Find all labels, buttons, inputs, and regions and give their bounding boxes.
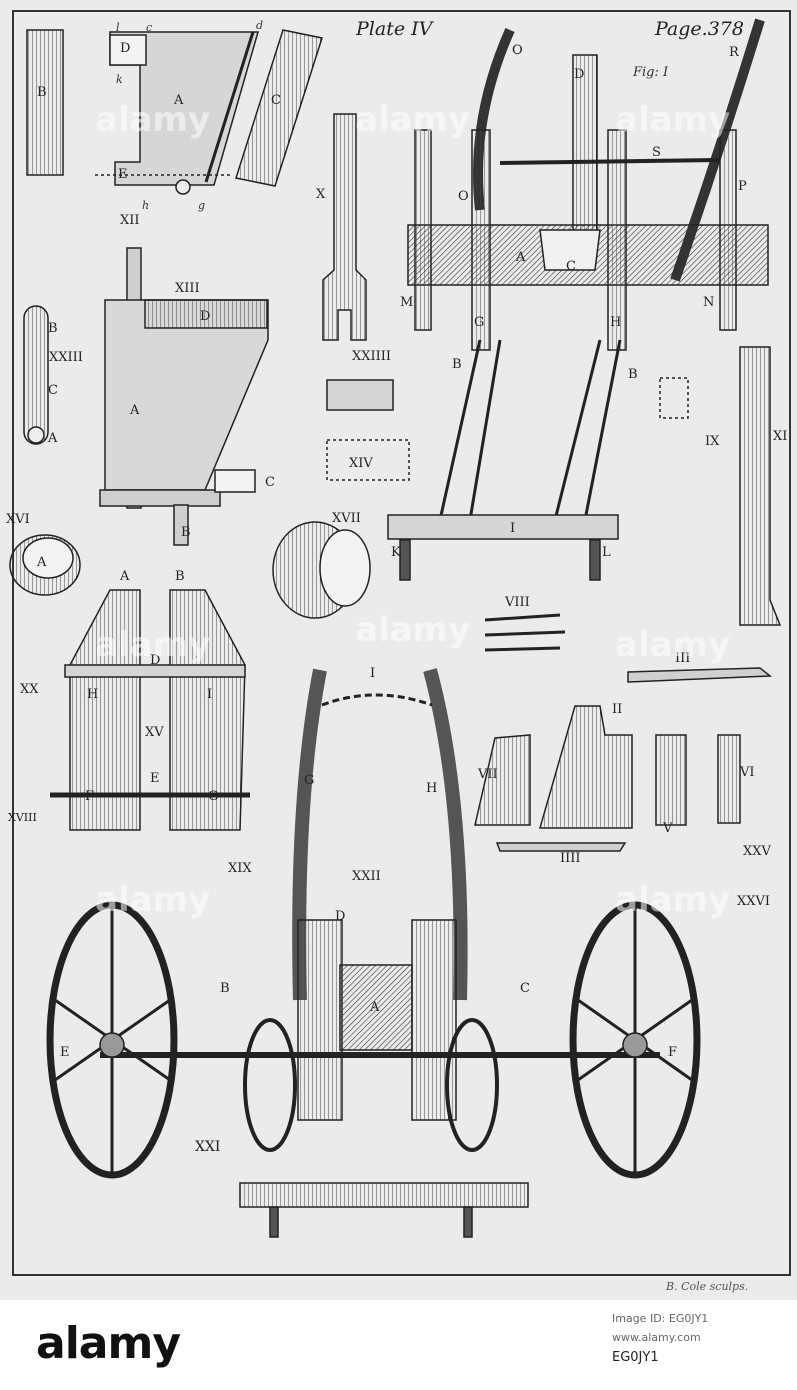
part-letter: D (150, 653, 161, 668)
part-letter: A (516, 250, 526, 265)
fig-label-xxv: XXV (743, 844, 771, 859)
part-letter: B (175, 569, 185, 584)
part-letter: C (265, 475, 275, 490)
part-letter: G (304, 773, 315, 788)
part-letter: B (181, 525, 191, 540)
part-letter: O (512, 43, 523, 58)
part-letter: K (391, 545, 401, 560)
watermark: alamy (355, 100, 471, 140)
part-letter: E (118, 167, 128, 182)
fig-label-viii: VIII (505, 595, 530, 610)
fig-label-xxi: XXI (195, 1139, 221, 1155)
fig-label-xxii: XXII (352, 869, 381, 884)
plate-border (12, 10, 791, 1276)
part-letter: A (37, 555, 47, 570)
fig-label-iiii: IIII (560, 851, 581, 866)
fig-label-i: I (370, 666, 376, 681)
part-letter: A (120, 569, 130, 584)
fig-label-xx: XX (20, 682, 39, 697)
part-letter: I (510, 521, 516, 536)
part-letter: H (426, 781, 438, 796)
fig-label-xi: XI (773, 429, 788, 444)
part-letter: D (335, 909, 346, 924)
part-letter: A (370, 1000, 380, 1015)
watermark: alamy (355, 610, 471, 650)
brand-logo: alamy (36, 1318, 181, 1369)
part-letter: F (668, 1045, 678, 1060)
image-id-line: Image ID: EG0JY1 (612, 1312, 709, 1325)
part-letter: c (146, 21, 153, 34)
watermark: alamy (95, 880, 211, 920)
part-letter: D (200, 309, 211, 324)
part-letter: H (610, 315, 622, 330)
part-letter: B (220, 981, 230, 996)
part-letter: B (452, 357, 462, 372)
part-letter: S (652, 145, 661, 160)
machine-drawing (9, 18, 782, 1238)
part-letter: g (198, 199, 206, 212)
part-letter: H (87, 687, 99, 702)
part-letter: A (174, 93, 184, 108)
part-letter: C (48, 383, 58, 398)
page-number: Page.378 (655, 18, 744, 40)
fig-label-ix: IX (705, 434, 720, 449)
part-letter: C (520, 981, 530, 996)
part-letter: C (566, 259, 576, 274)
fig-label-xvii: XVII (332, 511, 361, 526)
part-letter: N (703, 295, 715, 310)
part-letter: h (142, 199, 150, 212)
part-letter: G (208, 789, 219, 804)
fig-label-xiv: XIV (349, 456, 373, 471)
fig-label-xiii: XIII (175, 281, 200, 296)
engraving-plate: Plate IV Page.378 Fig: I XII XIII XXIII … (0, 0, 797, 1300)
plate-title: Plate IV (356, 18, 433, 40)
part-letter: D (574, 67, 585, 82)
fig-label-ii: II (612, 702, 623, 717)
watermark: alamy (95, 100, 211, 140)
part-letter: O (458, 189, 469, 204)
fig-label-xix: XIX (228, 861, 252, 876)
fig-label-xxiii: XXIII (49, 350, 83, 365)
part-letter: B (37, 85, 47, 100)
part-letter: C (271, 93, 281, 108)
part-letter: E (60, 1045, 70, 1060)
fig-label-xxvi: XXVI (737, 894, 771, 909)
part-letter: l (116, 21, 120, 34)
fig-label-vi: VI (740, 765, 755, 780)
fig-label-xii: XII (120, 213, 140, 228)
part-letter: G (474, 315, 485, 330)
fig-label-v: V (663, 821, 673, 836)
part-letter: L (602, 545, 611, 560)
fig-label-vii: VII (478, 767, 498, 782)
part-letter: P (738, 179, 747, 194)
part-letter: A (48, 431, 58, 446)
fig-label-iii: III (675, 651, 691, 666)
fig-label-xxiiii: XXIIII (352, 349, 392, 364)
website-line: www.alamy.com (612, 1331, 701, 1344)
image-id-code: EG0JY1 (612, 1350, 659, 1365)
fig-label-1: Fig: I (633, 65, 669, 80)
stock-footer (0, 1300, 797, 1390)
part-letter: k (116, 73, 123, 86)
fig-label-xviii: XVIII (8, 811, 37, 824)
part-letter: B (48, 321, 58, 336)
part-letter: A (130, 403, 140, 418)
engraver-signature: B. Cole sculps. (666, 1280, 749, 1293)
watermark: alamy (615, 100, 731, 140)
watermark: alamy (615, 880, 731, 920)
part-letter: B (628, 367, 638, 382)
fig-label-xvi: XVI (6, 512, 30, 527)
part-letter: I (207, 687, 213, 702)
watermark: alamy (95, 625, 211, 665)
part-letter: d (256, 19, 264, 32)
part-letter: M (400, 295, 414, 310)
watermark: alamy (615, 625, 731, 665)
part-letter: R (729, 45, 739, 60)
part-letter: F (85, 789, 95, 804)
fig-label-x: X (316, 187, 326, 202)
part-letter: E (150, 771, 160, 786)
part-letter: D (120, 41, 131, 56)
fig-label-xv: XV (145, 725, 164, 740)
